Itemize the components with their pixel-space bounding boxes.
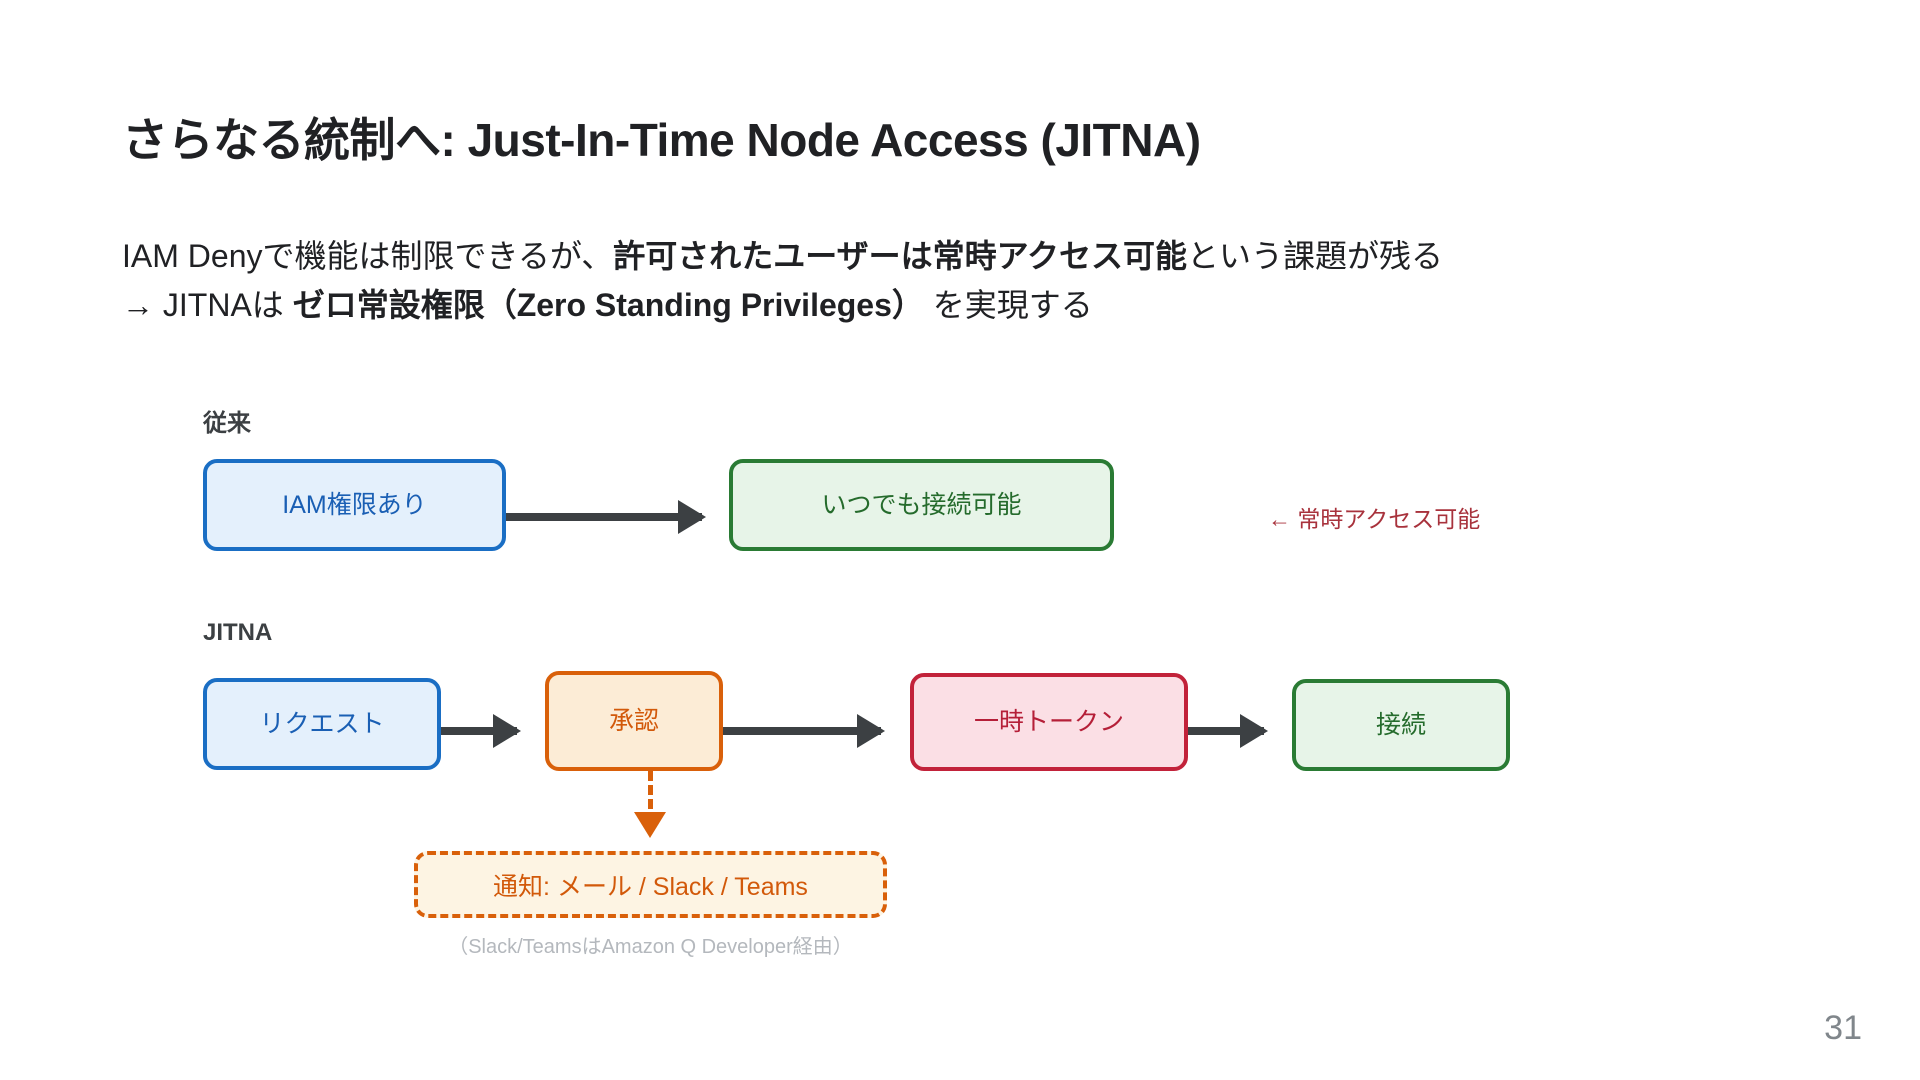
node-anytime-access: いつでも接続可能 [729,459,1114,551]
dashed-arrow-head-icon [634,812,666,838]
annotation-standing-access: ← 常時アクセス可能 [1268,506,1481,532]
group-label-jitna: JITNA [203,619,273,646]
node-connect: 接続 [1292,679,1510,771]
body-line-2-part-1: → JITNAは [122,286,293,323]
body-line-2-part-2: を実現する [923,286,1093,323]
node-iam-permission: IAM権限あり [203,459,506,551]
dashed-connector-line [648,771,653,823]
body-line-1-emphasis: 許可されたユーザーは常時アクセス可能 [613,238,1187,274]
group-label-legacy: 従来 [203,410,251,437]
body-line-2-emphasis: ゼロ常設権限（Zero Standing Privileges） [292,286,924,323]
arrow-jitna-1 [441,727,517,735]
arrow-legacy-1 [506,513,702,521]
node-request: リクエスト [203,678,441,770]
page-number: 31 [1824,1009,1862,1047]
notification-box: 通知: メール / Slack / Teams [414,851,887,918]
arrow-jitna-3 [1188,727,1264,735]
node-temporary-token: 一時トークン [910,673,1188,771]
notification-caption: （Slack/TeamsはAmazon Q Developer経由） [448,936,853,958]
body-line-2: → JITNAは ゼロ常設権限（Zero Standing Privileges… [122,281,1443,330]
arrow-jitna-2 [723,727,881,735]
page-title: さらなる統制へ: Just-In-Time Node Access (JITNA… [122,114,1201,166]
body-line-1-part-2: という課題が残る [1186,238,1443,274]
node-approval: 承認 [545,671,723,771]
body-line-1-part-1: IAM Denyで機能は制限できるが、 [122,238,614,274]
body-line-1: IAM Denyで機能は制限できるが、許可されたユーザーは常時アクセス可能という… [122,232,1443,281]
body-text: IAM Denyで機能は制限できるが、許可されたユーザーは常時アクセス可能という… [122,232,1443,329]
